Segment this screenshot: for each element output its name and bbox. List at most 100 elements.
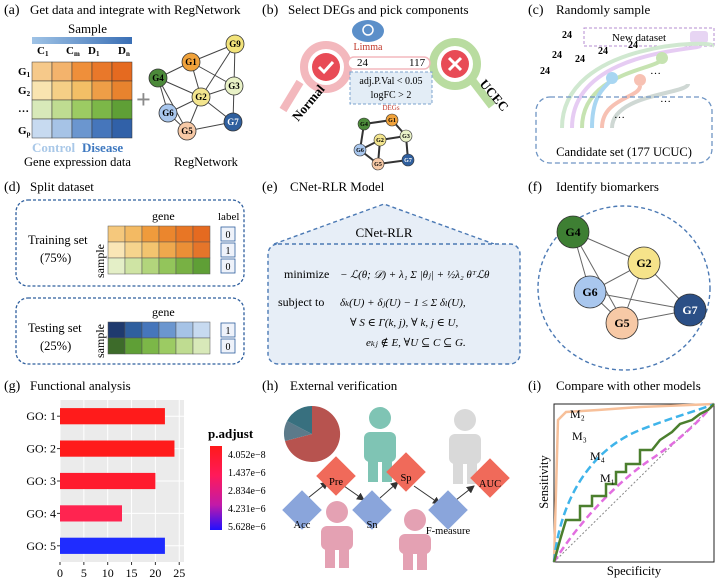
panel-b: (b) Select DEGs and pick components Limm… [262, 2, 512, 171]
node-g4: G4 [152, 73, 164, 83]
plus-sign: + [136, 85, 151, 114]
new-dataset-chip [690, 31, 708, 43]
xtick-label-0: 0 [57, 566, 63, 579]
degs-label: DEGs [382, 104, 399, 112]
panel-i-letter: (i) [528, 379, 542, 394]
panel-e-letter: (e) [262, 180, 278, 195]
bio-node-g5: G5 [614, 316, 629, 330]
roc-xlabel: Specificity [607, 564, 662, 578]
metric-flow [307, 481, 475, 505]
criteria-pval: adj.P.Val < 0.05 [359, 76, 422, 87]
model-m2-label: M₂ [570, 407, 585, 421]
panel-a: (a) Get data and integrate with RegNetwo… [4, 2, 245, 169]
limma-label: Limma [354, 42, 383, 53]
train-label-col [220, 226, 236, 274]
mini-node-g2: G2 [376, 138, 384, 144]
testing-box [15, 297, 245, 365]
metric-pre-label: Pre [329, 477, 343, 488]
person-icon-pink-2 [399, 509, 431, 570]
bio-node-g7: G7 [682, 303, 697, 317]
train-label-1: 1 [226, 246, 231, 257]
test-label: Testing set [28, 321, 82, 335]
criteria-logfc: logFC > 2 [371, 90, 412, 101]
connector-bar [347, 56, 431, 70]
sample-node-3 [656, 52, 668, 64]
train-label-2: 0 [226, 262, 231, 273]
panel-e: (e) CNet-RLR Model CNet-RLR minimize − ℒ… [262, 179, 521, 365]
test-pct: (25%) [40, 339, 71, 353]
metric-auc [470, 458, 510, 498]
model-box-title: CNet-RLR [355, 225, 412, 240]
model-box [267, 243, 521, 365]
mini-node-g1: G1 [388, 118, 396, 124]
metric-acc-label: Acc [294, 520, 311, 531]
criteria-box [349, 71, 433, 105]
legend-tick-4: 5.628e−6 [228, 522, 266, 533]
panel-d-title: Split dataset [30, 179, 94, 194]
model-m1-label: M₁ [600, 471, 615, 485]
node-g6: G6 [162, 108, 174, 118]
regnetwork-nodes: G1 G2 G3 G4 G5 G6 G7 G9 [148, 34, 245, 141]
objective-formula: − ℒ(θ; 𝒟) + λ₁ Σ |θⱼ| + ½λ₂ θᵀℒθ [340, 269, 490, 281]
bar-2 [60, 440, 175, 457]
xtick-label-4: 20 [149, 566, 161, 579]
bar-4 [60, 505, 122, 522]
panel-f-letter: (f) [528, 180, 542, 195]
normal-handle [279, 79, 304, 113]
panel-d-letter: (d) [4, 180, 21, 195]
legend-control: Control [32, 140, 75, 155]
train-label: Training set [28, 233, 88, 247]
col-label-d1: D1 [88, 45, 100, 58]
train-gene: gene [152, 209, 175, 223]
sample-bar [32, 37, 132, 44]
train-pct: (75%) [40, 251, 71, 265]
dots-1: … [650, 65, 661, 77]
dots-2: … [660, 93, 671, 105]
panel-g-letter: (g) [4, 379, 21, 394]
train-label-0: 0 [226, 230, 231, 241]
candidate-box [535, 96, 713, 164]
xtick-label-3: 15 [126, 566, 138, 579]
dots-3: … [614, 109, 625, 121]
count-right: 117 [409, 57, 426, 69]
person-icon-grey [449, 409, 481, 484]
count-4: 24 [540, 66, 550, 77]
count-5: 24 [598, 46, 608, 57]
mini-node-g6: G6 [356, 148, 364, 154]
test-label-0: 1 [226, 326, 231, 337]
sample-node-2 [634, 74, 646, 86]
category-label-2: GO: 2 [26, 442, 56, 456]
test-label-1: 0 [226, 342, 231, 353]
count-left: 24 [357, 57, 369, 69]
mini-node-g7: G7 [404, 158, 412, 164]
bar-3 [60, 472, 156, 490]
pie-icon [284, 405, 341, 462]
node-g1: G1 [185, 57, 197, 67]
candidate-label: Candidate set (177 UCUC) [556, 145, 692, 159]
col-label-dn: Dn [118, 45, 130, 58]
roc-diagonal [553, 403, 715, 563]
train-matrix [107, 225, 211, 275]
panel-a-title: Get data and integrate with RegNetwork [30, 2, 241, 17]
sample-node-1 [606, 72, 618, 84]
bio-node-g6: G6 [582, 285, 597, 299]
panel-b-title: Select DEGs and pick components [288, 2, 469, 17]
panel-f-title: Identify biomarkers [556, 179, 659, 194]
category-label-3: GO: 3 [26, 474, 56, 488]
category-label-5: GO: 5 [26, 539, 56, 553]
panel-g-title: Functional analysis [30, 378, 131, 393]
panel-c-title: Randomly sample [556, 2, 650, 17]
legend-title: p.adjust [208, 426, 254, 441]
count-1: 24 [562, 30, 572, 41]
constraint-1: δₖ(U) + δⱼ(U) − 1 ≤ Σ δₗ(U), [340, 297, 466, 309]
model-m3-label: M₃ [572, 429, 587, 443]
xtick-label-1: 5 [81, 566, 87, 579]
legend-tick-3: 4.231e−6 [228, 504, 266, 515]
roc-curve-m2 [552, 402, 715, 563]
metric-auc-label: AUC [479, 479, 501, 490]
legend-colorbar [210, 446, 222, 530]
power-icon [362, 24, 374, 36]
col-label-c1: C1 [37, 45, 49, 58]
bar-1 [60, 408, 165, 425]
